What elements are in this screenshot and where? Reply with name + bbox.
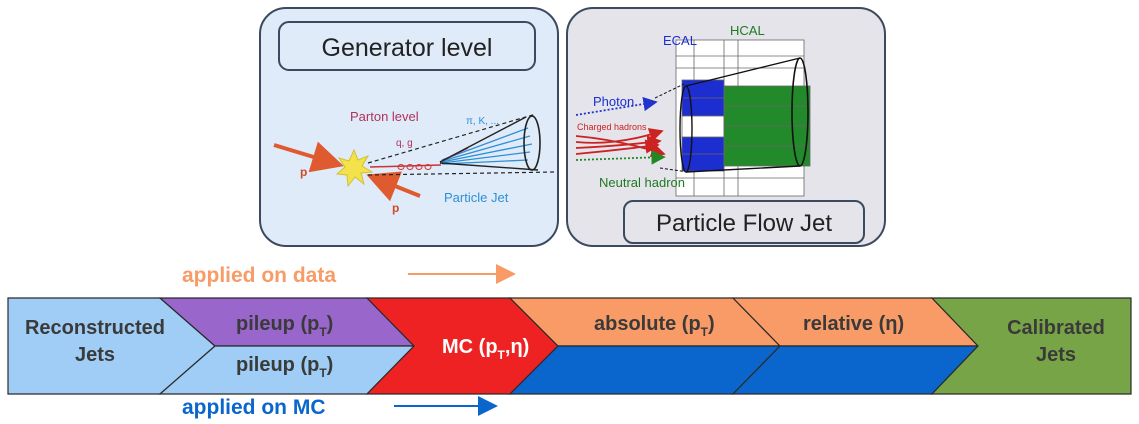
particle-jet-cone-end (523, 115, 541, 171)
particle-jet-label: Particle Jet (444, 190, 509, 205)
ecal-cells (681, 79, 725, 172)
quark-gluon-label: q, g (396, 138, 413, 149)
legend-mc-label: applied on MC (182, 396, 326, 419)
jet-boundary-top (367, 113, 537, 164)
pileup-mc-label: pileup (pT) (236, 354, 333, 380)
photon-arrow (575, 96, 658, 116)
proton-bottom-label: p (392, 201, 399, 215)
mc-step-label: MC (pT,η) (442, 336, 529, 362)
particle-jet-cone (439, 116, 539, 171)
ecal-label: ECAL (663, 33, 697, 48)
legend-mc: applied on MC (182, 396, 498, 419)
legend-data-label: applied on data (182, 264, 336, 287)
calibrated-label-line2: Jets (1036, 344, 1076, 366)
reconstructed-label-line1: Reconstructed (25, 317, 165, 339)
parton-line (369, 164, 442, 168)
pf-title-box (623, 200, 865, 244)
proton-top-label: p (300, 165, 307, 179)
proton-top-arrow (273, 141, 344, 173)
hcal-label: HCAL (730, 23, 765, 38)
pf-jet-cone (685, 57, 801, 173)
jet-boundary-bottom (367, 171, 556, 176)
neutral-hadron-arrow (575, 150, 666, 165)
parton-level-label: Parton level (350, 109, 419, 124)
proton-bottom-arrow (366, 171, 421, 202)
relative-step-label: relative (η) (803, 313, 904, 335)
hcal-cells (723, 85, 811, 167)
pf-title: Particle Flow Jet (656, 210, 832, 237)
charged-hadrons-label: Charged hadrons (577, 122, 647, 132)
particle-flow-panel: Photon Charged hadrons Neutral hadron EC… (566, 7, 886, 247)
step-calibrated-jets (930, 297, 1132, 395)
generator-title: Generator level (322, 34, 493, 62)
calibration-chain (7, 297, 1132, 395)
photon-label: Photon (593, 94, 634, 109)
calibrated-label-line1: Calibrated (1007, 317, 1105, 339)
absolute-step-label: absolute (pT) (594, 313, 715, 339)
gluon-loops (397, 164, 432, 170)
pileup-data-label: pileup (pT) (236, 313, 333, 339)
hadrons-label: π, K, ... (466, 116, 499, 127)
reconstructed-label-line2: Jets (75, 344, 115, 366)
neutral-hadron-label: Neutral hadron (599, 175, 685, 190)
legend-data: applied on data (182, 264, 516, 287)
hadron-spray (441, 127, 533, 165)
generator-title-box (278, 21, 536, 71)
generator-level-panel: Generator level p p (259, 7, 559, 247)
collision-star-icon (335, 148, 374, 188)
chain-labels: Reconstructed Jets pileup (pT) pileup (p… (25, 313, 1105, 380)
